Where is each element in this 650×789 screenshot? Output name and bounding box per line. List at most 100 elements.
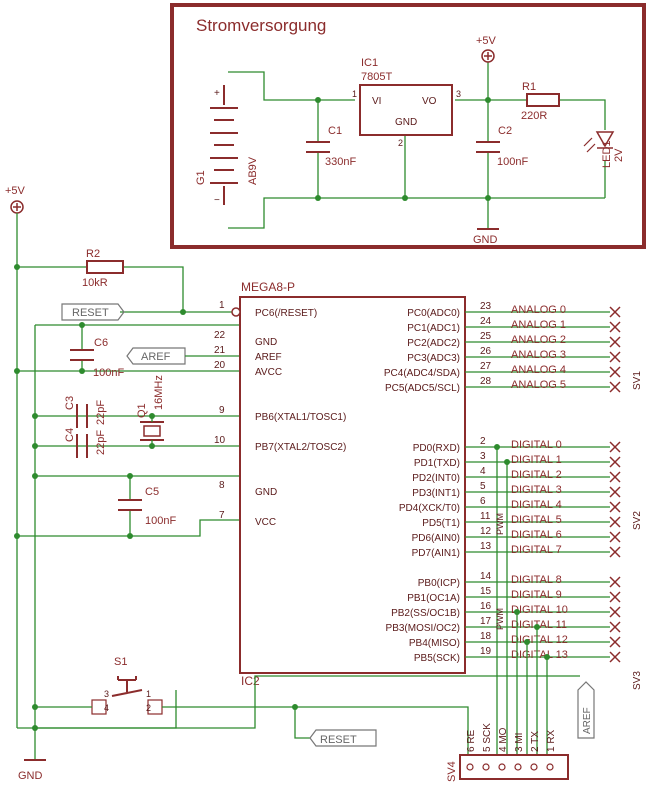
right-pin-net: ANALOG 0 xyxy=(511,304,566,316)
sv4-pin-label: 5 SCK xyxy=(482,723,493,752)
sv4-pin xyxy=(530,763,538,771)
aref-tag-label: AREF xyxy=(141,351,171,363)
right-pin-net: DIGITAL 3 xyxy=(511,484,562,496)
c1-value: 330nF xyxy=(325,156,356,168)
aref-tag-right-label: AREF xyxy=(582,707,593,734)
right-pin-num: 24 xyxy=(480,316,492,327)
left-pin-20-num: 20 xyxy=(214,360,226,371)
s1-pin4: 4 xyxy=(104,703,109,713)
reset-tag-bottom-label: RESET xyxy=(320,734,357,746)
right-pin-num: 27 xyxy=(480,361,492,372)
battery-minus: − xyxy=(214,195,220,206)
s1-pin1: 1 xyxy=(146,689,151,699)
sv4-label: SV4 xyxy=(446,761,458,782)
connector-pin-cross xyxy=(609,456,621,468)
c6-value: 100nF xyxy=(93,367,124,379)
left-pin-10-num: 10 xyxy=(214,435,226,446)
ic1-name: IC1 xyxy=(361,57,378,69)
sv2-label: SV2 xyxy=(632,511,643,530)
right-pin-net: DIGITAL 13 xyxy=(511,649,568,661)
left-pin-9-num: 9 xyxy=(219,405,225,416)
right-pin-name: PC3(ADC3) xyxy=(407,353,460,364)
right-pin-net: DIGITAL 7 xyxy=(511,544,562,556)
connector-pin-cross xyxy=(609,306,621,318)
battery-g1: + − xyxy=(210,85,238,206)
right-pin-num: 5 xyxy=(480,481,486,492)
connector-pin-cross xyxy=(609,501,621,513)
battery-plus: + xyxy=(214,88,220,99)
sv4-pin-label: 2 TX xyxy=(530,731,541,752)
left-pin-7-num: 7 xyxy=(219,510,225,521)
left-pin-10-name: PB7(XTAL2/TOSC2) xyxy=(255,442,346,453)
resistor-r2 xyxy=(86,260,124,274)
right-pin-num: 14 xyxy=(480,571,492,582)
power-gnd-label: GND xyxy=(473,234,498,246)
right-pin-name: PC2(ADC2) xyxy=(407,338,460,349)
connector-sv3: SV3 xyxy=(632,671,643,690)
right-pin-net: DIGITAL 9 xyxy=(511,589,562,601)
capacitor-c1 xyxy=(306,141,330,153)
connector-pin-cross xyxy=(609,576,621,588)
c5-value: 100nF xyxy=(145,515,176,527)
led1-name: LED1 xyxy=(601,140,613,168)
right-pin-name: PD3(INT1) xyxy=(412,488,460,499)
connector-pin-cross xyxy=(609,606,621,618)
vcc-symbol-power xyxy=(481,49,495,63)
connector-pin-cross xyxy=(609,381,621,393)
sv1-label: SV1 xyxy=(632,371,643,390)
right-pin-num: 2 xyxy=(480,436,486,447)
main-vcc-label: +5V xyxy=(5,185,26,197)
c3-name: C3 xyxy=(64,396,76,410)
connector-sv2: SV2 xyxy=(632,511,643,530)
g1-name: G1 xyxy=(195,170,207,185)
sv4-pin-label: 3 MI xyxy=(514,733,525,752)
c4-value: 22pF xyxy=(95,430,107,455)
left-pin-8-num: 8 xyxy=(219,480,225,491)
right-pin-num: 17 xyxy=(480,616,492,627)
left-pin-9-name: PB6(XTAL1/TOSC1) xyxy=(255,412,346,423)
right-pin-num: 11 xyxy=(480,511,491,522)
right-pin-net: DIGITAL 5 xyxy=(511,514,562,526)
c4-name: C4 xyxy=(64,428,76,442)
right-pin-name: PD1(TXD) xyxy=(414,458,460,469)
capacitor-c5 xyxy=(118,499,142,511)
reset-tag-bottom xyxy=(309,729,377,747)
right-pin-name: PB2(SS/OC1B) xyxy=(391,608,460,619)
right-pin-net: ANALOG 3 xyxy=(511,349,566,361)
sv4-pin-label: 6 RE xyxy=(466,729,477,752)
left-pin-20-name: AVCC xyxy=(255,367,282,378)
right-pin-net: ANALOG 5 xyxy=(511,379,566,391)
power-vcc-label: +5V xyxy=(476,35,497,47)
right-pin-num: 25 xyxy=(480,331,492,342)
switch-s1 xyxy=(91,676,163,715)
junction-dot xyxy=(494,444,500,450)
right-pin-net: DIGITAL 8 xyxy=(511,574,562,586)
sv4-pin xyxy=(498,763,506,771)
aref-tag-right xyxy=(577,681,595,739)
connector-sv4 xyxy=(459,754,569,780)
q1-name: Q1 xyxy=(136,403,148,418)
right-pin-net: DIGITAL 2 xyxy=(511,469,562,481)
main-gnd-label: GND xyxy=(18,770,43,782)
connector-pin-cross xyxy=(609,366,621,378)
right-pin-name: PC5(ADC5/SCL) xyxy=(385,383,460,394)
right-pin-net: DIGITAL 6 xyxy=(511,529,562,541)
right-pin-num: 28 xyxy=(480,376,492,387)
reset-tag-top-label: RESET xyxy=(72,307,109,319)
sv4-pin-label: 4 MO xyxy=(498,727,509,752)
right-pin-name: PB0(ICP) xyxy=(418,578,460,589)
pwm-label-2: PWM xyxy=(495,608,505,630)
reset-pin-inverter xyxy=(231,307,241,317)
capacitor-c6 xyxy=(70,349,94,361)
resistor-r1 xyxy=(526,93,560,107)
left-pin-21-name: AREF xyxy=(255,352,282,363)
right-pin-name: PD6(AIN0) xyxy=(412,533,460,544)
right-pin-name: PB5(SCK) xyxy=(414,653,460,664)
crystal-q1 xyxy=(140,416,164,446)
junction-dot xyxy=(524,639,530,645)
right-pin-num: 3 xyxy=(480,451,486,462)
right-pin-name: PC0(ADC0) xyxy=(407,308,460,319)
